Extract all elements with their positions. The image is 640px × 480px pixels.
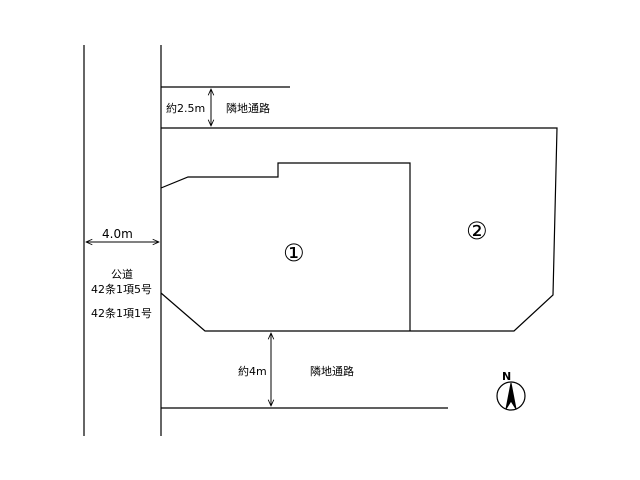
- site-boundary: [160, 127, 558, 332]
- north-passage-width-label: 約2.5m: [166, 101, 205, 115]
- north-label: N: [502, 370, 511, 383]
- north-arrow-icon: N: [496, 370, 526, 411]
- south-passage-name-label: 隣地通路: [310, 364, 354, 378]
- lot-1-label: ①: [283, 239, 305, 267]
- north-passage-name-label: 隣地通路: [226, 101, 270, 115]
- road-width-label: 4.0m: [102, 227, 133, 241]
- lot-2-label: ②: [466, 217, 488, 245]
- public-road-name: 公道: [111, 267, 133, 281]
- public-road-article-2: 42条1項1号: [91, 306, 152, 320]
- south-passage-width-label: 約4m: [238, 364, 267, 378]
- lot-1-boundary: [160, 162, 411, 331]
- public-road-article-1: 42条1項5号: [91, 282, 152, 296]
